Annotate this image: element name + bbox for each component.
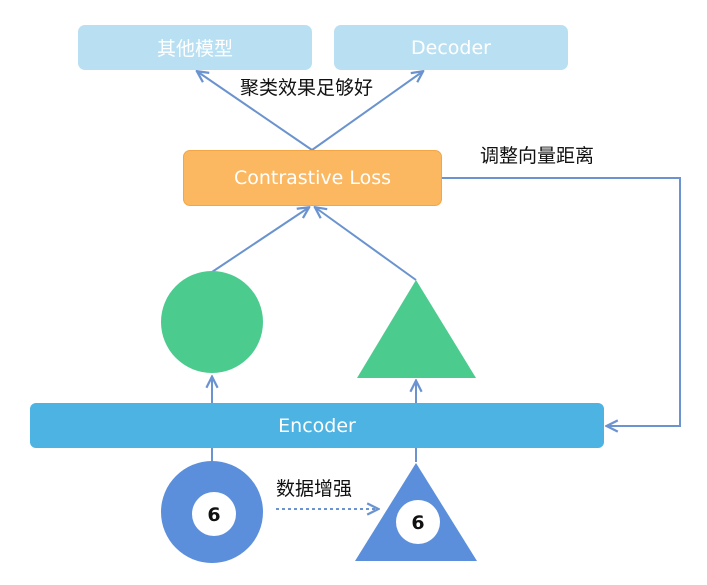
arrow-circle-to-loss (211, 208, 308, 273)
input-circle-inner (192, 492, 236, 536)
embedding-circle (161, 271, 263, 373)
input-triangle-digit: 6 (411, 512, 424, 534)
arrow-to-decoder (311, 72, 422, 151)
other-models-label: 其他模型 (156, 38, 233, 60)
data-augmentation-label: 数据增强 (276, 478, 353, 500)
encoder-label: Encoder (278, 414, 356, 437)
cluster-label: 聚类效果足够好 (240, 77, 374, 99)
contrastive-loss-box: Contrastive Loss (183, 150, 442, 206)
adjust-distance-label: 调整向量距离 (480, 145, 595, 167)
arrow-triangle-to-loss (316, 208, 417, 281)
arrow-to-other-models (198, 72, 313, 151)
encoder-bar: Encoder (30, 403, 604, 448)
embedding-triangle (357, 280, 476, 378)
decoder-label: Decoder (411, 36, 491, 59)
input-circle-digit: 6 (207, 504, 220, 526)
input-triangle-inner (396, 500, 440, 544)
decoder-box: Decoder (334, 25, 568, 70)
feedback-arrow (442, 177, 681, 426)
contrastive-loss-label: Contrastive Loss (233, 167, 392, 189)
other-models-box: 其他模型 (78, 25, 312, 70)
